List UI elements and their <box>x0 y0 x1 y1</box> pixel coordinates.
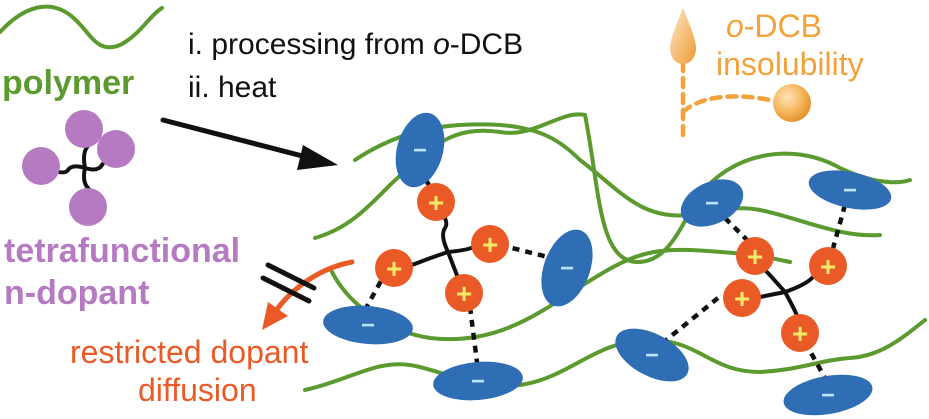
step-1-prefix: i. processing from <box>188 28 434 61</box>
svg-text:+: + <box>386 253 402 284</box>
anion: − <box>395 112 445 188</box>
cation: + <box>809 247 847 285</box>
step-1-suffix: -DCB <box>449 28 524 61</box>
solvent-droplet-icon <box>670 8 696 64</box>
anion: − <box>323 305 413 345</box>
cation: + <box>723 279 761 317</box>
anion: − <box>433 361 523 401</box>
svg-text:+: + <box>734 283 750 314</box>
svg-text:+: + <box>428 187 444 218</box>
polymer-label: polymer <box>2 64 135 102</box>
process-arrow <box>160 117 338 170</box>
insolubility-suffix: -DCB <box>743 8 823 44</box>
svg-text:−: − <box>361 312 375 339</box>
step-1-italic: o <box>433 28 450 61</box>
restricted-label-line-1: restricted dopant <box>70 334 309 370</box>
process-step-1: i. processing from o-DCB <box>188 30 523 60</box>
anion: − <box>783 374 873 416</box>
restricted-label-line-2: diffusion <box>138 372 257 408</box>
svg-text:+: + <box>482 229 498 260</box>
cation: + <box>445 274 483 312</box>
anion: − <box>808 170 892 210</box>
insoluble-particle-icon <box>773 84 811 122</box>
anion: − <box>680 179 744 227</box>
svg-text:+: + <box>792 318 808 349</box>
anions: − − − − − − − − <box>323 112 892 416</box>
legend-polymer-chain <box>0 4 164 50</box>
insolubility-label-line-1: o-DCB <box>726 10 822 42</box>
anion: − <box>541 229 593 307</box>
insolubility-label-line-2: insolubility <box>716 46 864 82</box>
svg-text:−: − <box>821 382 835 409</box>
dopant-label-line-1: tetrafunctional <box>4 232 241 270</box>
svg-text:−: − <box>471 368 485 395</box>
cation: + <box>471 225 509 263</box>
cations: + + + + + + + + <box>375 183 847 352</box>
insolubility-path <box>680 59 773 138</box>
svg-text:−: − <box>705 190 719 217</box>
cation: + <box>781 314 819 352</box>
cation: + <box>736 237 774 275</box>
insolubility-italic: o <box>726 8 744 44</box>
legend-dopant-molecule <box>22 110 135 226</box>
svg-text:−: − <box>413 137 427 164</box>
svg-text:+: + <box>747 241 763 272</box>
cation: + <box>375 249 413 287</box>
svg-text:+: + <box>456 278 472 309</box>
svg-text:−: − <box>843 177 857 204</box>
dopant-label-line-2: n-dopant <box>4 274 150 312</box>
svg-text:−: − <box>645 342 659 369</box>
anion: − <box>615 328 689 382</box>
process-step-2: ii. heat <box>188 71 277 104</box>
svg-text:−: − <box>560 255 574 282</box>
cation: + <box>417 183 455 221</box>
blocked-diffusion-arrow <box>260 259 355 330</box>
svg-text:+: + <box>820 251 836 282</box>
